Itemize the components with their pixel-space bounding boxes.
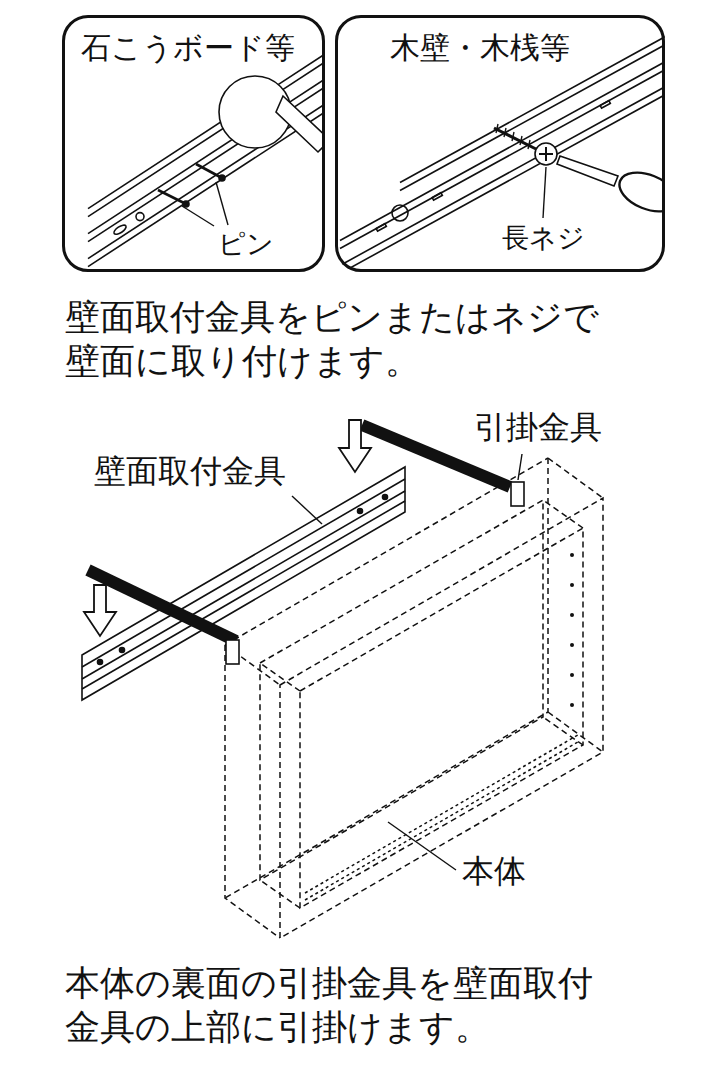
part-label: 本体 [460,852,528,890]
screw-detail [340,34,665,272]
hammer-handle [276,96,325,152]
down-arrow [339,420,371,472]
rail-hole [120,648,125,653]
leader-line [388,822,456,870]
leader-line [543,167,546,218]
screw-hole [392,205,408,221]
rail-edge [82,479,405,667]
detail-panel: 石こうボード等ピン [62,15,325,272]
panel-heading: 石こうボード等 [79,30,297,66]
cabinet-body [225,458,603,938]
cabinet-depth [225,458,603,938]
part-label: 壁面取付金具 [92,452,288,490]
rail-edge [88,76,325,234]
pin [196,164,222,178]
screw-thread [496,124,530,149]
rail-slot [376,224,386,231]
pin-head [219,175,225,181]
screw-cross [539,147,553,161]
hole-dots [570,553,574,707]
rail-hole [383,495,388,500]
pin [158,190,186,204]
mounting-rail [82,467,405,700]
rail-slot [600,101,610,108]
hole-dot [570,613,574,617]
rail-hole [112,223,127,236]
part-label: 長ネジ [500,222,587,254]
rail-edge [82,491,405,679]
rail-hole [98,660,103,665]
instruction-text: 本体の裏面の引掛金具を壁面取付金具の上部に引掛けます。 [65,962,596,1050]
rail-edge [88,51,325,209]
leader-line [292,496,322,524]
rail-slot [432,193,442,200]
hole-dot [570,583,574,587]
screwdriver-shaft [557,156,618,186]
rail-edge [340,59,665,241]
rail-edge [340,92,665,272]
panel-heading: 木壁・木桟等 [388,30,572,66]
hook-bracket [511,482,524,506]
screwdriver-handle [614,165,665,219]
leader-line [182,206,214,226]
hook-bar [88,570,236,641]
part-label: ピン [216,228,276,260]
rail-edge [82,501,405,689]
pin-head [183,201,189,207]
front-frame [280,498,603,938]
rail-edge [88,84,325,242]
rail-outline [82,467,405,700]
down-arrow [84,585,116,636]
leader-line [518,454,522,480]
screw-shaft [494,128,538,150]
rail-hole [358,509,363,514]
detail-panel: 木壁・木桟等長ネジ [335,15,665,272]
hole-dot [570,673,574,677]
bottom-shelf [305,735,578,900]
instruction-text: 壁面取付金具をピンまたはネジで壁面に取り付けます。 [65,296,631,384]
rail-edge [340,84,665,266]
rail-edge [88,109,325,267]
hole-dot [570,703,574,707]
pin-detail [88,51,325,267]
rail-edge [88,59,325,217]
screw-head [535,143,557,165]
hole-dot [570,643,574,647]
rail-hole [136,213,144,221]
leader-line [216,182,228,225]
front-opening [300,528,583,908]
hole-dot [570,553,574,557]
part-label: 引掛金具 [472,408,604,446]
hook-bracket [226,640,239,664]
